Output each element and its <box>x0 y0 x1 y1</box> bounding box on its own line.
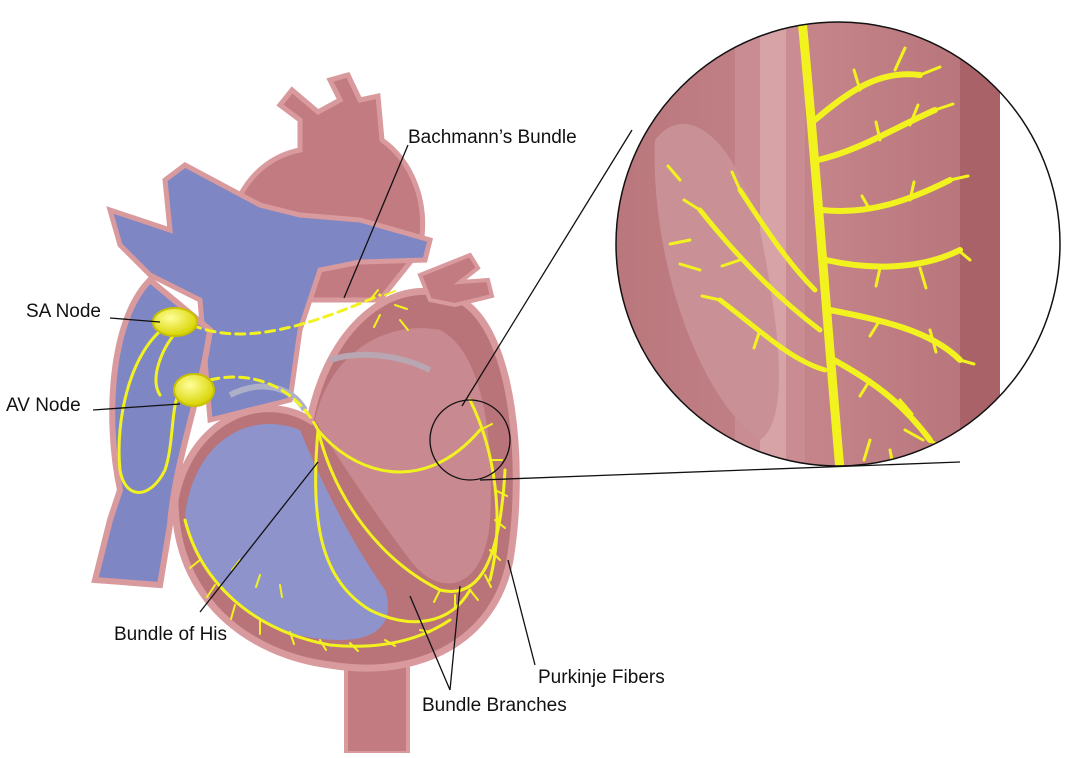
leader-sa-node <box>109 317 161 323</box>
leader-purkinje <box>507 559 536 666</box>
label-bundle-branches: Bundle Branches <box>422 695 567 716</box>
bachmanns-bundle-path <box>190 293 382 336</box>
label-bundle-of-his: Bundle of His <box>114 624 228 645</box>
heart-illustration <box>91 72 520 755</box>
label-purkinje-fibers: Purkinje Fibers <box>538 667 665 688</box>
leader-av-node <box>92 403 181 411</box>
superior-vena-cava <box>106 162 434 424</box>
av-to-his-path <box>208 375 320 432</box>
purkinje-fibers-right <box>468 398 499 582</box>
magnifier-line-top <box>461 129 633 407</box>
valve-grey-2 <box>329 351 432 373</box>
internodal-pathway <box>117 323 184 494</box>
magnifier-circle <box>615 21 1061 467</box>
zoom-source-circle <box>429 399 511 481</box>
conduction-system <box>117 289 508 652</box>
left-ventricle <box>315 328 491 584</box>
leader-bachmann <box>343 144 409 299</box>
label-sa-node: SA Node <box>26 301 101 322</box>
magnified-main-fiber <box>797 22 845 466</box>
leader-branch-1 <box>409 595 451 691</box>
pulmonary-veins <box>417 252 495 308</box>
label-av-node: AV Node <box>6 395 81 416</box>
leader-his <box>199 461 319 613</box>
magnifier-line-bottom <box>479 461 961 481</box>
leader-branch-2 <box>449 585 461 691</box>
bundle-branch-3 <box>316 428 482 474</box>
right-ventricle <box>185 423 388 640</box>
leader-lines <box>92 144 536 691</box>
right-bundle-branch <box>314 428 472 624</box>
magnified-view <box>429 21 1061 481</box>
av-node <box>173 373 215 407</box>
label-bachmanns-bundle: Bachmann’s Bundle <box>408 127 577 148</box>
